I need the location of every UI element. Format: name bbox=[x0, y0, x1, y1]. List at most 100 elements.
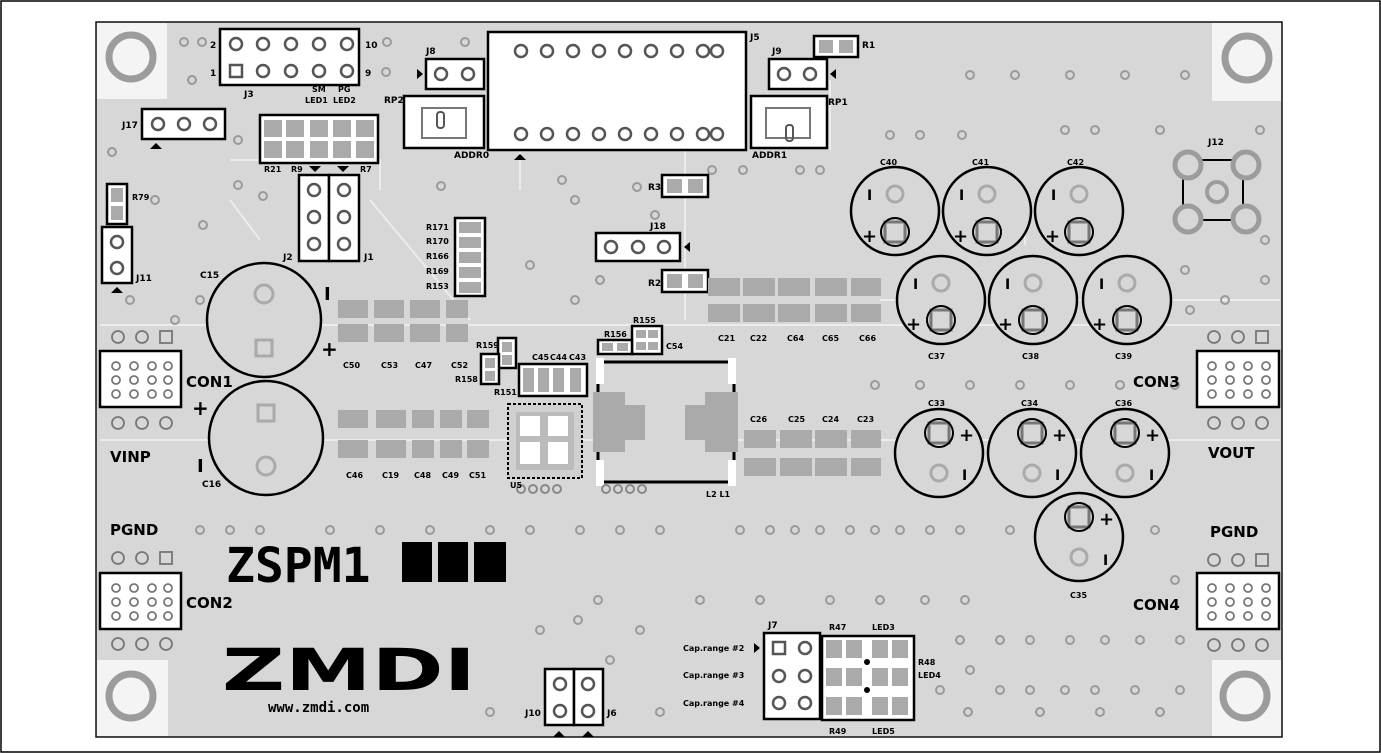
mounting-hole-bl bbox=[105, 670, 157, 722]
c39-label: C39 bbox=[1115, 352, 1132, 361]
c41-plus: + bbox=[953, 226, 968, 247]
c26-label: C26 bbox=[750, 415, 767, 424]
r166-label: R166 bbox=[426, 252, 449, 261]
c34-minus: I bbox=[1055, 468, 1060, 484]
r7-label: R7 bbox=[360, 165, 372, 174]
j3-pin9-label: 9 bbox=[365, 69, 371, 79]
cap-row-left-bottom bbox=[338, 410, 489, 458]
r155-label: R155 bbox=[633, 316, 656, 325]
r158-label: R158 bbox=[455, 375, 478, 384]
j6-label: J6 bbox=[606, 709, 617, 719]
c33-label: C33 bbox=[928, 399, 945, 408]
c54-label: C54 bbox=[666, 342, 683, 351]
c35-minus: I bbox=[1103, 553, 1108, 569]
c37-minus: I bbox=[913, 277, 918, 293]
header-j1 bbox=[327, 173, 361, 263]
c41-label: C41 bbox=[972, 158, 989, 167]
mounting-hole-tl bbox=[105, 31, 157, 83]
j18-label: J18 bbox=[649, 222, 666, 232]
rp1 bbox=[749, 94, 829, 150]
header-j17 bbox=[140, 107, 227, 141]
j2-label: J2 bbox=[282, 253, 293, 263]
r49-label: R49 bbox=[829, 727, 847, 736]
c24-label: C24 bbox=[822, 415, 839, 424]
c15-minus: I bbox=[324, 284, 331, 305]
j1-label: J1 bbox=[363, 253, 374, 263]
r156-label: R156 bbox=[604, 330, 627, 339]
zmdi-logo: ZMDI bbox=[222, 636, 476, 704]
cap-row-right-bottom bbox=[744, 430, 881, 476]
vinp-label: VINP bbox=[110, 448, 151, 466]
mounting-hole-tr bbox=[1221, 32, 1273, 84]
u5-label: U5 bbox=[510, 481, 522, 490]
mounting-hole-br bbox=[1219, 670, 1271, 722]
c47-label: C47 bbox=[415, 361, 432, 370]
website-label: www.zmdi.com bbox=[268, 700, 369, 716]
j8-label: J8 bbox=[425, 47, 436, 57]
pg-label: PG bbox=[338, 85, 350, 94]
c23-label: C23 bbox=[857, 415, 874, 424]
led5-label: LED5 bbox=[872, 727, 895, 736]
output-caps-top bbox=[849, 165, 1173, 346]
c37-label: C37 bbox=[928, 352, 945, 361]
c42-label: C42 bbox=[1067, 158, 1084, 167]
c19-label: C19 bbox=[382, 471, 399, 480]
r47-label: R47 bbox=[829, 623, 846, 632]
title-block-1 bbox=[402, 542, 432, 582]
c35-plus: + bbox=[1099, 509, 1114, 530]
c50-label: C50 bbox=[343, 361, 360, 370]
output-caps-bottom bbox=[893, 407, 1171, 583]
r153-label: R153 bbox=[426, 282, 449, 291]
rp1-label: RP1 bbox=[828, 98, 848, 108]
c40-label: C40 bbox=[880, 158, 897, 167]
c36-minus: I bbox=[1149, 468, 1154, 484]
r79-label: R79 bbox=[132, 193, 150, 202]
c49-label: C49 bbox=[442, 471, 459, 480]
c36-plus: + bbox=[1145, 425, 1160, 446]
board-title: ZSPM1 bbox=[226, 538, 371, 594]
c22-label: C22 bbox=[750, 334, 767, 343]
cap-row-right-top bbox=[708, 278, 881, 322]
c44-label: C44 bbox=[550, 353, 567, 362]
c42-minus: I bbox=[1051, 188, 1056, 204]
c53-label: C53 bbox=[381, 361, 398, 370]
r169-label: R169 bbox=[426, 267, 449, 276]
con1-label: CON1 bbox=[186, 373, 233, 391]
capacitor-c15 bbox=[205, 261, 323, 379]
cap-row-left-top bbox=[338, 300, 468, 342]
c33-plus: + bbox=[959, 425, 974, 446]
c45-label: C45 bbox=[532, 353, 549, 362]
j12-label: J12 bbox=[1207, 138, 1224, 148]
title-block-3 bbox=[474, 542, 506, 582]
header-j2 bbox=[297, 173, 331, 263]
sm-label: SM bbox=[312, 85, 326, 94]
c21-label: C21 bbox=[718, 334, 735, 343]
c16-plus: + bbox=[192, 396, 209, 420]
j3-pin2-label: 2 bbox=[210, 41, 216, 51]
cap-range-4-label: Cap.range #4 bbox=[683, 699, 745, 708]
c66-label: C66 bbox=[859, 334, 876, 343]
r48-label: R48 bbox=[918, 658, 936, 667]
rp2-label: RP2 bbox=[384, 96, 404, 106]
c37-plus: + bbox=[906, 314, 921, 335]
c39-plus: + bbox=[1092, 314, 1107, 335]
r1-label: R1 bbox=[862, 41, 875, 51]
r159-label: R159 bbox=[476, 341, 499, 350]
cap-range-2-label: Cap.range #2 bbox=[683, 644, 744, 653]
header-j18 bbox=[594, 231, 682, 263]
c39-minus: I bbox=[1099, 277, 1104, 293]
pgnd-right-label: PGND bbox=[1210, 523, 1258, 541]
c48-label: C48 bbox=[414, 471, 431, 480]
c16-label: C16 bbox=[202, 480, 221, 490]
r170-label: R170 bbox=[426, 237, 449, 246]
c40-minus: I bbox=[867, 188, 872, 204]
header-j5 bbox=[486, 30, 748, 152]
c38-plus: + bbox=[998, 314, 1013, 335]
c65-label: C65 bbox=[822, 334, 839, 343]
c35-label: C35 bbox=[1070, 591, 1087, 600]
c42-plus: + bbox=[1045, 226, 1060, 247]
c15-plus: + bbox=[321, 337, 338, 361]
addr1-label: ADDR1 bbox=[752, 151, 787, 161]
c40-plus: + bbox=[862, 226, 877, 247]
r21-label: R21 bbox=[264, 165, 282, 174]
